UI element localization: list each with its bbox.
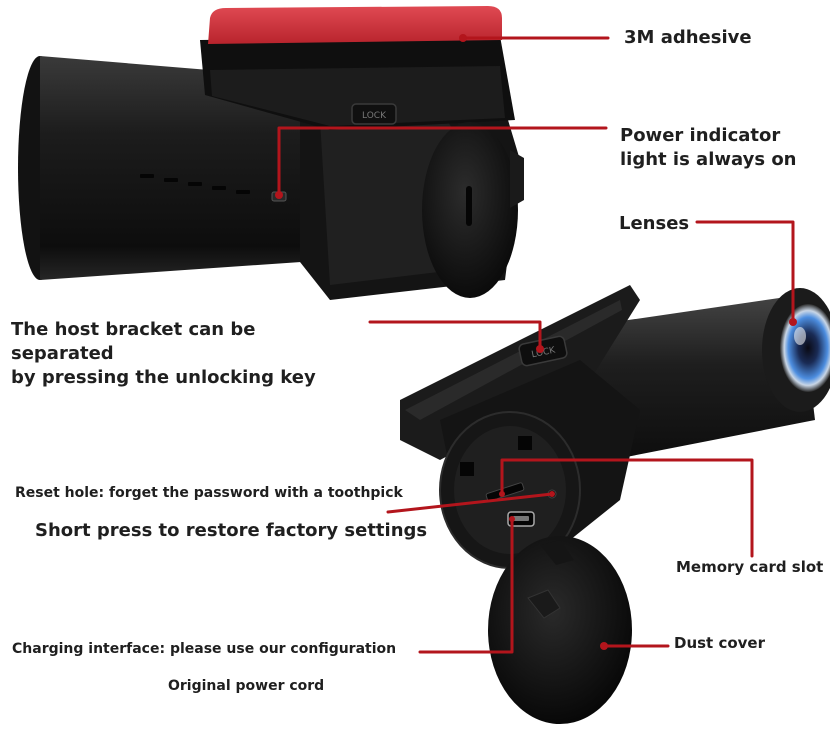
memory-card-slot[interactable] xyxy=(485,482,525,502)
lower-bracket-top xyxy=(405,300,622,420)
upper-camera: LOCK xyxy=(18,6,524,300)
memory-card-leader-dot xyxy=(499,491,505,497)
power-indicator-label: Power indicator light is always on xyxy=(620,124,825,172)
original-power-cord-label: Original power cord xyxy=(168,678,325,694)
upper-camera-end-slot xyxy=(466,186,472,226)
reset-hole-label: Reset hole: forget the password with a t… xyxy=(15,485,403,501)
lens-glare xyxy=(794,327,806,345)
upper-lock-key-label: LOCK xyxy=(362,111,387,121)
dust-cover-leader-dot xyxy=(600,642,608,650)
short-press-label: Short press to restore factory settings xyxy=(35,520,428,541)
host-bracket-leader xyxy=(368,320,542,351)
panel-square-left xyxy=(460,462,474,476)
host-bracket-label-line2: by pressing the unlocking key xyxy=(11,367,316,388)
upper-camera-housing-facet xyxy=(320,110,460,285)
dust-cover-grip xyxy=(527,589,561,619)
host-bracket-label-line1: The host bracket can be separated xyxy=(11,319,256,364)
upper-camera-barrel xyxy=(40,56,330,280)
dust-cover-label: Dust cover xyxy=(674,634,765,652)
upper-lock-key[interactable] xyxy=(351,103,397,125)
power-indicator-label-line2: light is always on xyxy=(620,149,797,170)
memory-card-slot-label: Memory card slot xyxy=(676,558,824,576)
reset-hole-leader xyxy=(386,492,554,514)
reset-hole-leader-dot xyxy=(549,491,555,497)
adhesive-pad xyxy=(208,6,502,44)
charging-leader-dot xyxy=(509,516,515,522)
charging-leader xyxy=(418,517,514,654)
upper-camera-vents xyxy=(140,174,250,194)
panel-square-top xyxy=(518,436,532,450)
adhesive-label: 3M adhesive xyxy=(624,27,752,48)
power-indicator-leader xyxy=(277,126,608,197)
lenses-label: Lenses xyxy=(619,213,690,234)
host-bracket-leader-dot xyxy=(536,345,544,353)
leader-lines xyxy=(275,34,797,654)
lower-camera: LOCK xyxy=(400,285,830,724)
lens-icon xyxy=(780,304,830,392)
power-indicator-leader-dot xyxy=(275,191,283,199)
upper-camera-side-tab xyxy=(510,150,524,208)
power-indicator-label-line1: Power indicator xyxy=(620,125,781,146)
dust-cover[interactable] xyxy=(488,536,632,724)
charging-port-pins xyxy=(513,516,529,521)
charging-interface-label: Charging interface: please use our confi… xyxy=(12,641,397,657)
adhesive-leader-dot xyxy=(459,34,467,42)
host-bracket-label: The host bracket can be separated by pre… xyxy=(11,318,361,390)
upper-bracket-front xyxy=(210,66,505,126)
memory-card-leader xyxy=(500,458,754,558)
lenses-leader-dot xyxy=(789,318,797,326)
lenses-leader xyxy=(695,220,795,324)
dust-cover-tether xyxy=(540,540,574,565)
